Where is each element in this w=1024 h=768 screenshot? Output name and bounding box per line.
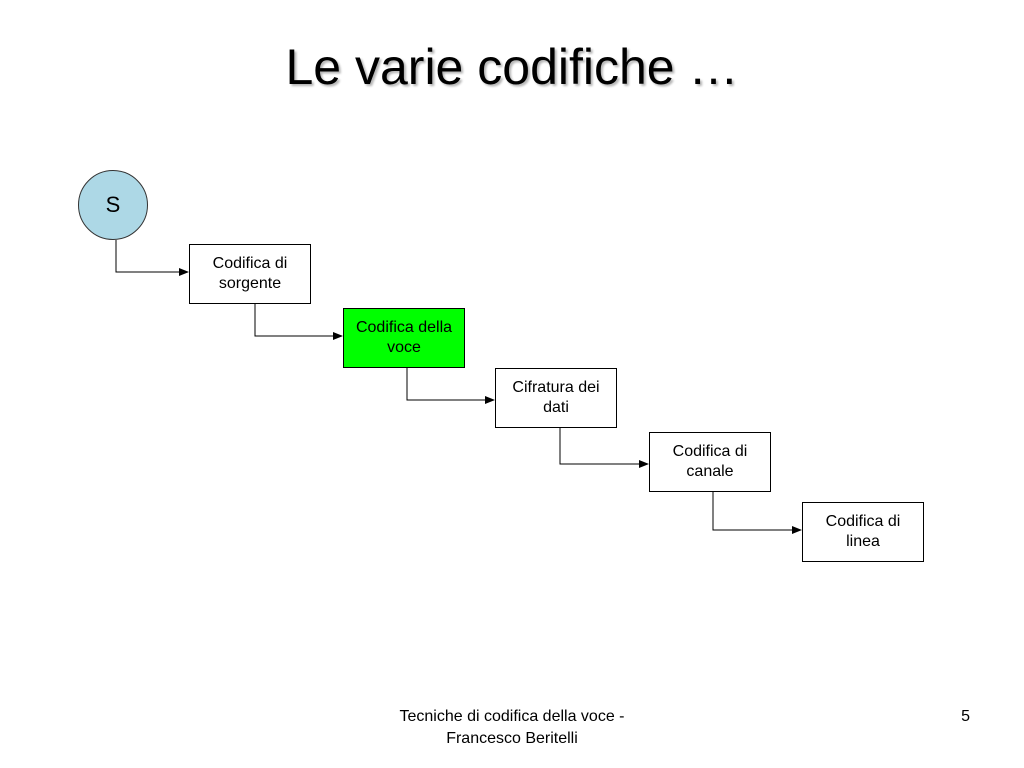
step-cifratura-dati: Cifratura dei dati xyxy=(495,368,617,428)
connector-arrow-2 xyxy=(254,304,343,340)
footer-line-1: Tecniche di codifica della voce - xyxy=(399,708,625,725)
connector-arrow-1 xyxy=(115,240,189,276)
slide-title: Le varie codifiche … xyxy=(285,39,739,95)
connector-arrow-4 xyxy=(559,428,649,468)
page-number: 5 xyxy=(961,708,970,725)
step-codifica-canale: Codifica di canale xyxy=(649,432,771,492)
connector-arrow-3 xyxy=(406,368,495,404)
step-codifica-sorgente: Codifica di sorgente xyxy=(189,244,311,304)
footer-text: Tecniche di codifica della voce - France… xyxy=(352,706,672,750)
footer-line-2: Francesco Beritelli xyxy=(446,730,578,747)
source-node: S xyxy=(78,170,148,240)
step-codifica-linea: Codifica di linea xyxy=(802,502,924,562)
step-codifica-voce: Codifica della voce xyxy=(343,308,465,368)
connector-arrow-5 xyxy=(712,491,802,534)
